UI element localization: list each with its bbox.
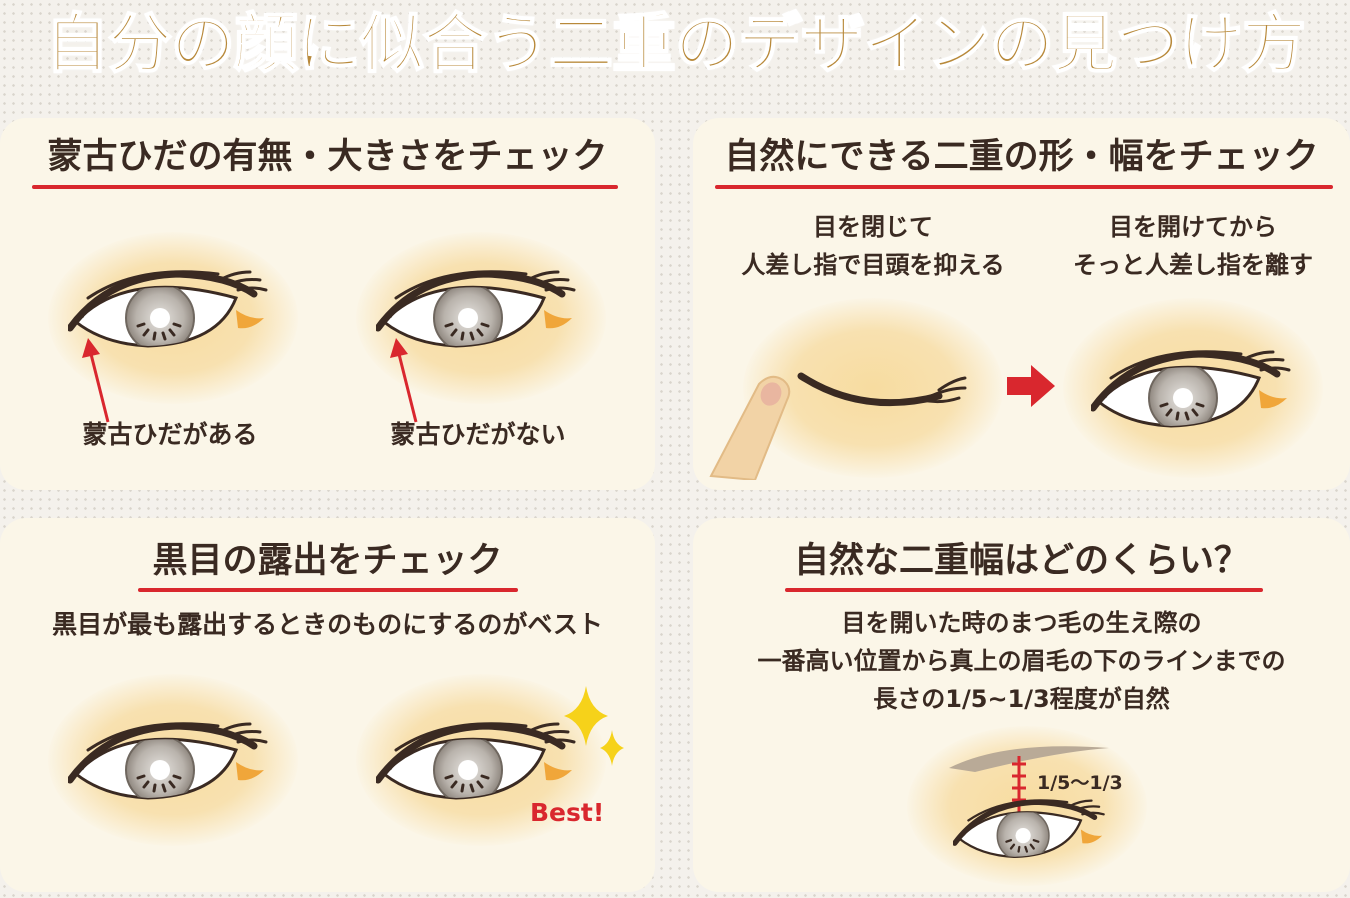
heading-underline: [32, 185, 618, 189]
closed-eye-icon: [797, 372, 967, 407]
eye-reference: [953, 790, 1113, 866]
step1-line1: 目を閉じて: [813, 213, 933, 241]
step2-line2: そっと人差し指を離す: [1073, 251, 1313, 279]
panel-iris-exposure: 黒目の露出をチェック 黒目が最も露出するときのものにするのがベスト Best!: [0, 518, 655, 892]
natural-width-line1: 目を開いた時のまつ毛の生え際の: [841, 609, 1202, 637]
heading-underline: [715, 185, 1333, 189]
eyebrow-icon: [949, 746, 1109, 772]
heading-underline: [785, 588, 1263, 592]
natural-width-line2: 一番高い位置から真上の眉毛の下のラインまでの: [757, 647, 1286, 675]
eye-normal: [68, 710, 278, 810]
arrow-icon: [390, 338, 418, 423]
page-title: 自分の顔に似合う二重のデザインの見つけ方: [44, 7, 1307, 83]
best-label: Best!: [530, 798, 605, 827]
finger-icon: [709, 375, 791, 480]
panel-natural-width: 自然な二重幅はどのくらい？ 目を開いた時のまつ毛の生え際の 一番高い位置から真上…: [693, 518, 1350, 892]
eye-best: [376, 710, 586, 810]
panel-iris-exposure-heading: 黒目の露出をチェック: [152, 541, 503, 581]
step1-line2: 人差し指で目頭を抑える: [741, 251, 1005, 279]
arrow-right-icon: [1007, 365, 1055, 407]
panel-epicanthus: 蒙古ひだの有無・大きさをチェック 蒙古ひだがある 蒙古ひだがない: [0, 118, 655, 490]
label-epicanthus-present: 蒙古ひだがある: [82, 420, 258, 449]
heading-underline: [138, 588, 518, 592]
arrow-icon: [82, 338, 110, 423]
panel-natural-crease: 自然にできる二重の形・幅をチェック 目を閉じて 人差し指で目頭を抑える 目を開け…: [693, 118, 1350, 490]
panel-natural-crease-heading: 自然にできる二重の形・幅をチェック: [724, 137, 1319, 177]
natural-width-line3: 長さの1/5~1/3程度が自然: [873, 685, 1170, 713]
label-epicanthus-absent: 蒙古ひだがない: [390, 420, 566, 449]
open-eye-icon: [1091, 338, 1301, 438]
panel-natural-width-heading: 自然な二重幅はどのくらい？: [793, 541, 1249, 581]
panel-epicanthus-heading: 蒙古ひだの有無・大きさをチェック: [47, 137, 608, 177]
step2-line1: 目を開けてから: [1109, 213, 1277, 241]
ratio-label: 1/5～1/3: [1037, 772, 1123, 794]
sparkle-icon: [564, 686, 624, 766]
iris-exposure-description: 黒目が最も露出するときのものにするのがベスト: [52, 610, 603, 639]
